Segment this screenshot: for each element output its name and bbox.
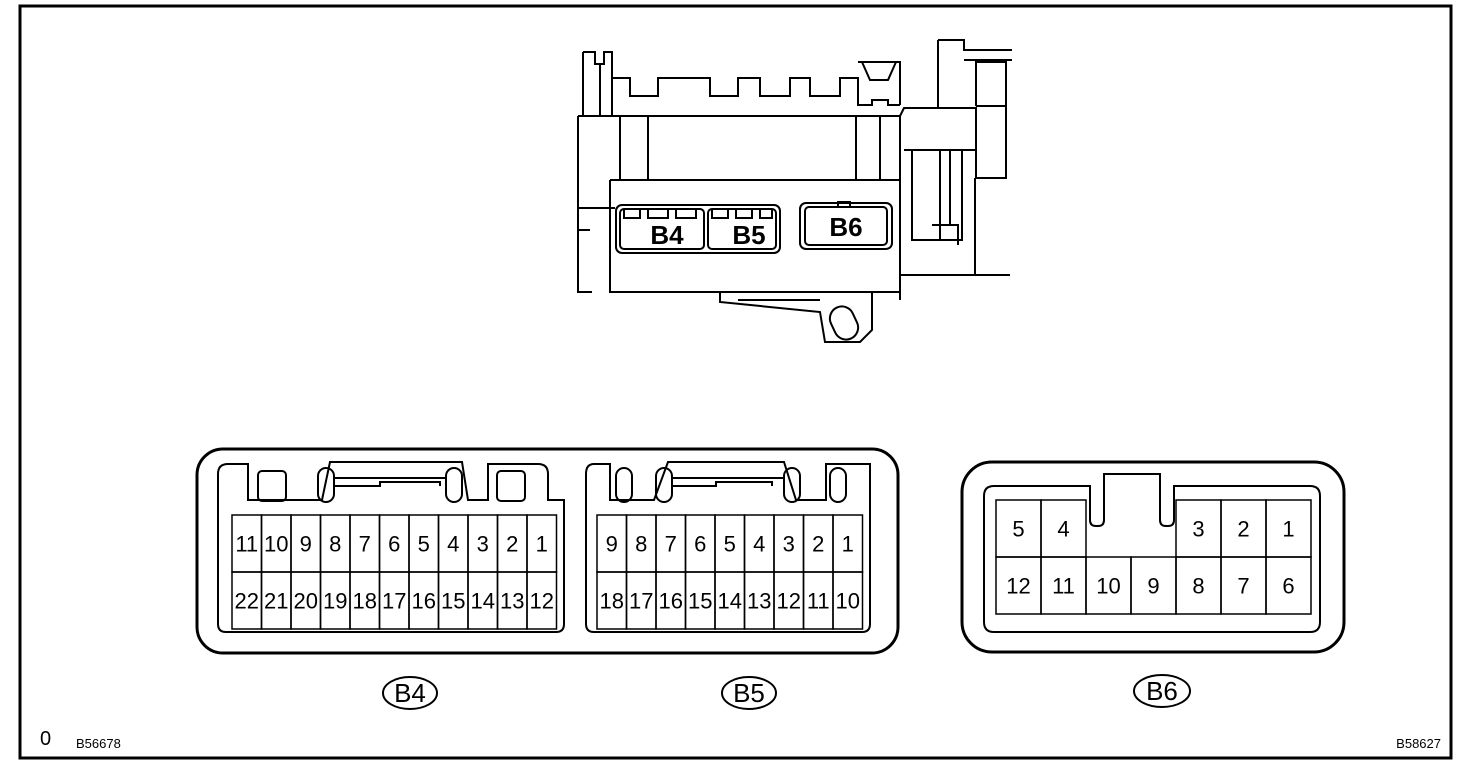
pin-number-b4-20: 20 <box>294 589 318 614</box>
pin-number-b5-15: 15 <box>688 589 712 614</box>
pin-number-b5-11: 11 <box>807 589 830 614</box>
pin-number-b5-16: 16 <box>659 589 683 614</box>
housing-label-b6: B6 <box>829 212 862 242</box>
pin-number-b6-10: 10 <box>1096 574 1120 599</box>
pin-number-b5-17: 17 <box>629 589 653 614</box>
pin-number-b6-7: 7 <box>1237 574 1249 599</box>
b5-label-ellipse <box>721 676 777 710</box>
figure-code-right: B58627 <box>1396 736 1441 751</box>
pin-number-b6-1: 1 <box>1282 517 1294 542</box>
pin-number-b4-16: 16 <box>412 589 436 614</box>
figure-code-left: B56678 <box>76 736 121 751</box>
pin-number-b5-14: 14 <box>718 589 742 614</box>
pin-number-b4-13: 13 <box>500 589 524 614</box>
pin-number-b5-18: 18 <box>600 589 624 614</box>
pin-number-b5-1: 1 <box>842 532 854 557</box>
pin-number-b4-15: 15 <box>441 589 465 614</box>
pin-cell-b4-12 <box>526 571 558 630</box>
pin-number-b4-9: 9 <box>300 532 312 557</box>
pin-number-b4-6: 6 <box>388 532 400 557</box>
pin-number-b5-3: 3 <box>783 532 795 557</box>
pin-number-b6-6: 6 <box>1282 574 1294 599</box>
figure-frame <box>18 4 1453 760</box>
pin-number-b5-6: 6 <box>694 532 706 557</box>
pin-number-b4-14: 14 <box>471 589 495 614</box>
housing-label-b5: B5 <box>732 220 765 250</box>
pin-number-b5-4: 4 <box>753 532 765 557</box>
pin-number-b4-7: 7 <box>359 532 371 557</box>
pin-number-b4-10: 10 <box>264 532 288 557</box>
corner-mark: 0 <box>40 728 51 750</box>
pin-number-b6-12: 12 <box>1006 574 1030 599</box>
pin-number-b6-4: 4 <box>1057 517 1069 542</box>
pin-number-b6-9: 9 <box>1147 574 1159 599</box>
pin-number-b4-19: 19 <box>323 589 347 614</box>
pin-number-b5-9: 9 <box>606 532 618 557</box>
pin-number-b6-8: 8 <box>1192 574 1204 599</box>
b4-b5-outer-shell <box>195 447 900 655</box>
pin-number-b6-5: 5 <box>1012 517 1024 542</box>
pin-number-b6-3: 3 <box>1192 517 1204 542</box>
pin-number-b4-21: 21 <box>264 589 288 614</box>
pin-number-b5-10: 10 <box>836 589 860 614</box>
pin-number-b4-18: 18 <box>353 589 377 614</box>
pin-number-b4-3: 3 <box>477 532 489 557</box>
pin-number-b4-1: 1 <box>536 532 548 557</box>
pin-number-b4-5: 5 <box>418 532 430 557</box>
pin-number-b5-8: 8 <box>635 532 647 557</box>
pin-number-b6-2: 2 <box>1237 517 1249 542</box>
junction-block-housing <box>577 39 1012 343</box>
pin-number-b5-7: 7 <box>665 532 677 557</box>
pin-number-b5-2: 2 <box>812 532 824 557</box>
pin-number-b5-13: 13 <box>747 589 771 614</box>
connector-b6-outer-shell <box>960 460 1346 654</box>
pin-cell-b5-10 <box>832 571 864 630</box>
pin-number-b5-5: 5 <box>724 532 736 557</box>
housing-label-b4: B4 <box>650 220 684 250</box>
pin-number-b6-11: 11 <box>1052 574 1075 599</box>
connector-label-b6: B6 <box>1146 676 1178 706</box>
pin-number-b4-8: 8 <box>329 532 341 557</box>
pin-number-b4-4: 4 <box>447 532 459 557</box>
connector-label-b5: B5 <box>733 678 765 708</box>
pin-number-b5-12: 12 <box>777 589 801 614</box>
pin-number-b4-2: 2 <box>506 532 518 557</box>
connector-b6-shell <box>983 473 1321 633</box>
pin-cell-b6-6 <box>1265 556 1312 615</box>
connector-b4-shell <box>217 461 565 633</box>
connector-label-b4: B4 <box>394 678 426 708</box>
pin-number-b4-11: 11 <box>235 532 258 557</box>
b4-label-ellipse <box>382 676 438 710</box>
pin-number-b4-17: 17 <box>382 589 406 614</box>
pin-number-b4-22: 22 <box>235 589 259 614</box>
b6-label-ellipse <box>1133 674 1191 708</box>
connector-b5-shell <box>585 461 871 633</box>
pin-number-b4-12: 12 <box>530 589 554 614</box>
